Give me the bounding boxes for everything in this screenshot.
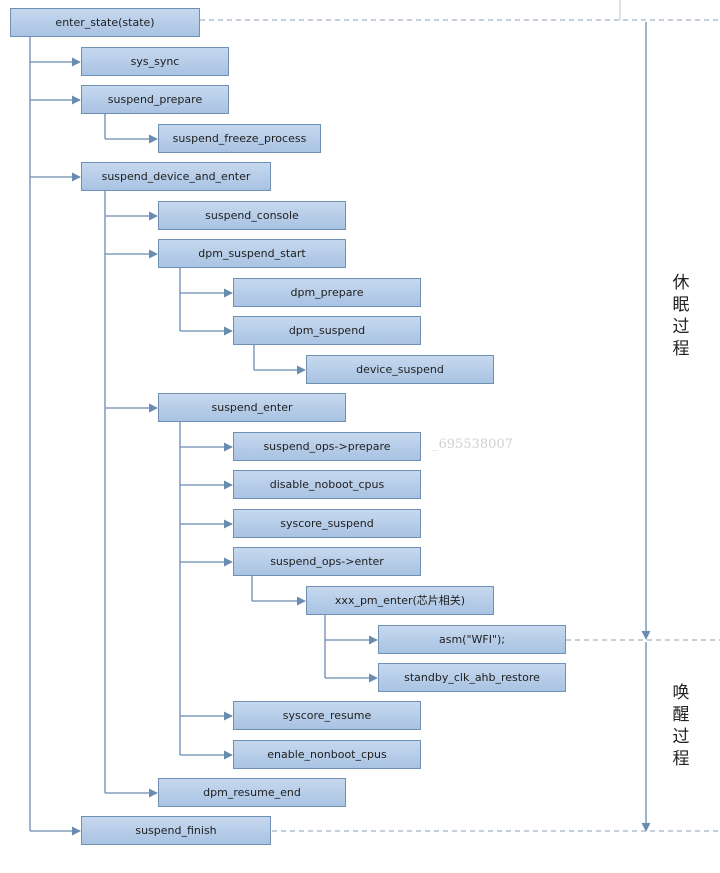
wake-phase-label: 唤醒过程 (672, 683, 690, 769)
node-suspend-finish: suspend_finish (81, 816, 271, 845)
node-enable-nonboot-cpus: enable_nonboot_cpus (233, 740, 421, 769)
node-suspend-enter: suspend_enter (158, 393, 346, 422)
node-dpm-suspend: dpm_suspend (233, 316, 421, 345)
node-suspend-device-and-enter: suspend_device_and_enter (81, 162, 271, 191)
node-syscore-suspend: syscore_suspend (233, 509, 421, 538)
watermark-text: _695538007 (432, 437, 513, 452)
node-dpm-resume-end: dpm_resume_end (158, 778, 346, 807)
node-enter-state: enter_state(state) (10, 8, 200, 37)
node-asm-wfi: asm("WFI"); (378, 625, 566, 654)
node-dpm-suspend-start: dpm_suspend_start (158, 239, 346, 268)
node-suspend-prepare: suspend_prepare (81, 85, 229, 114)
node-device-suspend: device_suspend (306, 355, 494, 384)
node-xxx-pm-enter: xxx_pm_enter(芯片相关) (306, 586, 494, 615)
node-suspend-console: suspend_console (158, 201, 346, 230)
node-suspend-freeze-process: suspend_freeze_process (158, 124, 321, 153)
node-suspend-ops-prepare: suspend_ops->prepare (233, 432, 421, 461)
node-dpm-prepare: dpm_prepare (233, 278, 421, 307)
node-disable-noboot-cpus: disable_noboot_cpus (233, 470, 421, 499)
node-sys-sync: sys_sync (81, 47, 229, 76)
sleep-phase-label: 休眠过程 (672, 273, 690, 359)
node-suspend-ops-enter: suspend_ops->enter (233, 547, 421, 576)
node-standby-clk-ahb-restore: standby_clk_ahb_restore (378, 663, 566, 692)
node-syscore-resume: syscore_resume (233, 701, 421, 730)
